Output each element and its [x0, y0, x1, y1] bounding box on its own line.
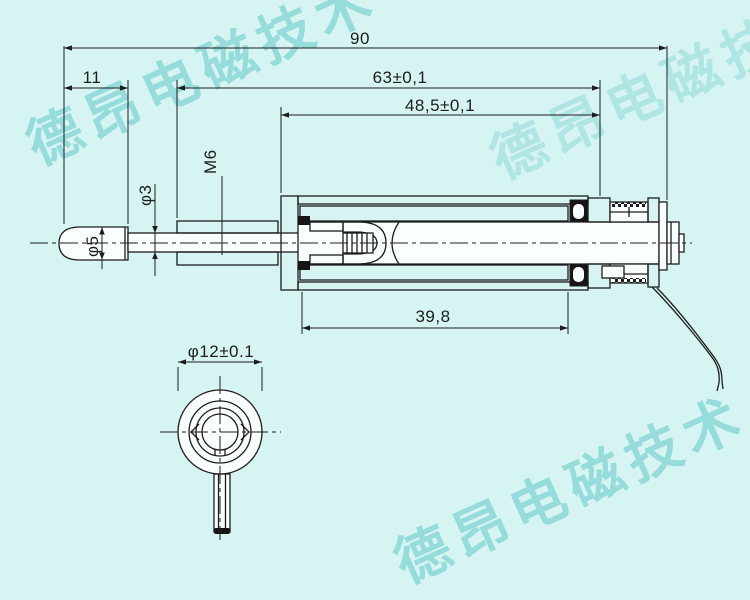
- knurl-top: [647, 197, 660, 223]
- dim-rod-diameter: φ3: [136, 184, 158, 276]
- coil-winding-top: [299, 205, 569, 222]
- shell-wall-top: [297, 195, 589, 205]
- dim-housing-length: 48,5±0,1: [280, 96, 600, 193]
- crosshair-centerlines: [160, 376, 281, 540]
- ring-notch-right: [240, 423, 250, 441]
- dim-rod-diameter-label: φ3: [136, 185, 155, 206]
- bearing-washer-top: [298, 216, 310, 225]
- dim-outer-diameter: φ12±0.1: [177, 342, 263, 391]
- dim-coil-window-label: 39,8: [415, 307, 450, 326]
- dim-tip-diameter: φ5: [83, 227, 105, 269]
- dim-tip-diameter-label: φ5: [83, 236, 102, 257]
- dim-tip-length: 11: [64, 68, 129, 224]
- end-view: φ12±0.1: [160, 342, 281, 540]
- label-thread-callout: M6: [201, 149, 223, 255]
- shell-wall-bottom: [297, 281, 589, 291]
- threaded-bushing: [176, 220, 279, 266]
- dim-bushing-to-end-label: 63±0,1: [373, 68, 428, 87]
- dim-coil-window: 39,8: [301, 292, 569, 334]
- end-cap: [569, 197, 668, 289]
- dim-bushing-to-end: 63±0,1: [176, 68, 601, 218]
- wire-leads: [651, 286, 724, 392]
- coil-winding-bottom: [299, 264, 569, 281]
- bearing-washer-bottom: [298, 261, 310, 270]
- knurl-bottom: [647, 263, 660, 288]
- dim-outer-diameter-label: φ12±0.1: [188, 342, 254, 361]
- side-view: 90 63±0,1 48,5±0,1: [30, 29, 724, 392]
- thread-callout-label: M6: [201, 149, 220, 174]
- stem: [213, 473, 231, 534]
- end-plate-right: [658, 201, 668, 271]
- return-spring: [342, 232, 374, 254]
- dim-total-length-label: 90: [350, 29, 370, 48]
- dim-total-length: 90: [63, 29, 668, 224]
- dim-tip-length-label: 11: [83, 68, 102, 87]
- dim-housing-length-label: 48,5±0,1: [405, 96, 475, 115]
